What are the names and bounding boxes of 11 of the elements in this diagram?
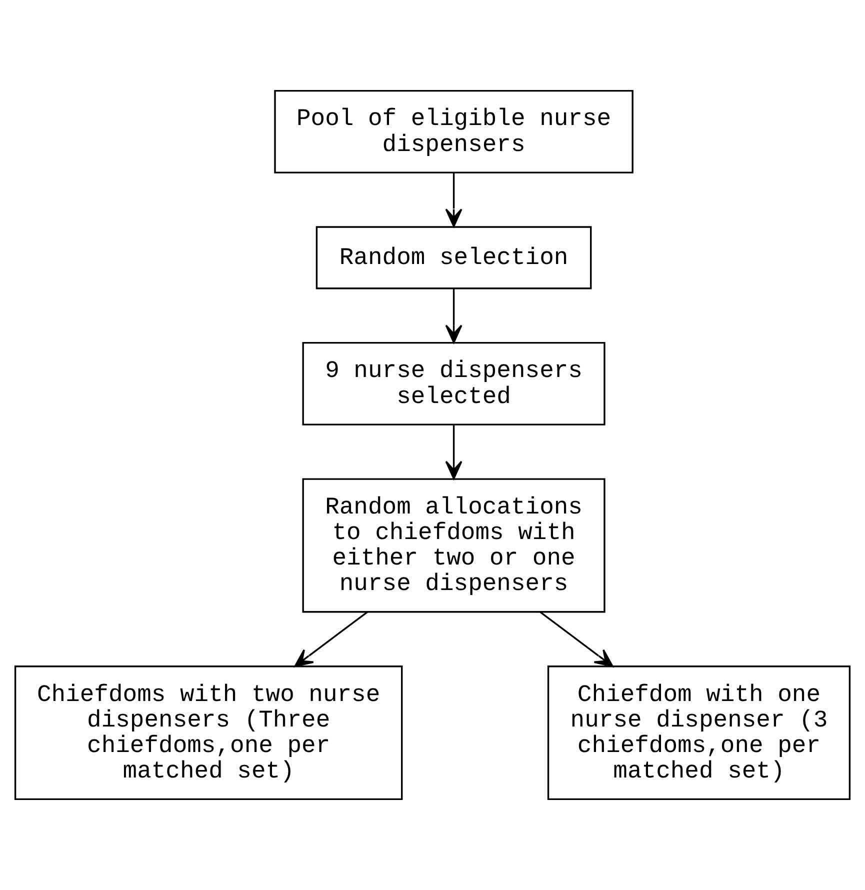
arrow [445, 172, 462, 228]
node-box: Pool of eligible nurse dispensers [274, 90, 634, 174]
node-box: Chiefdom with one nurse dispenser (3 chiefdoms,one per matched set) [547, 666, 851, 800]
node-box: Random allocations to chiefdoms with either two or one nurse dispensers [302, 478, 606, 613]
node-box: Chiefdoms with two nurse dispensers (Three chiefdoms,one per matched set) [14, 666, 403, 800]
node-box: Random selection [316, 226, 592, 290]
arrow [445, 288, 462, 344]
node-box: 9 nurse dispensers selected [302, 342, 606, 426]
arrow [294, 611, 368, 668]
arrow [445, 425, 462, 480]
arrow [540, 611, 614, 668]
